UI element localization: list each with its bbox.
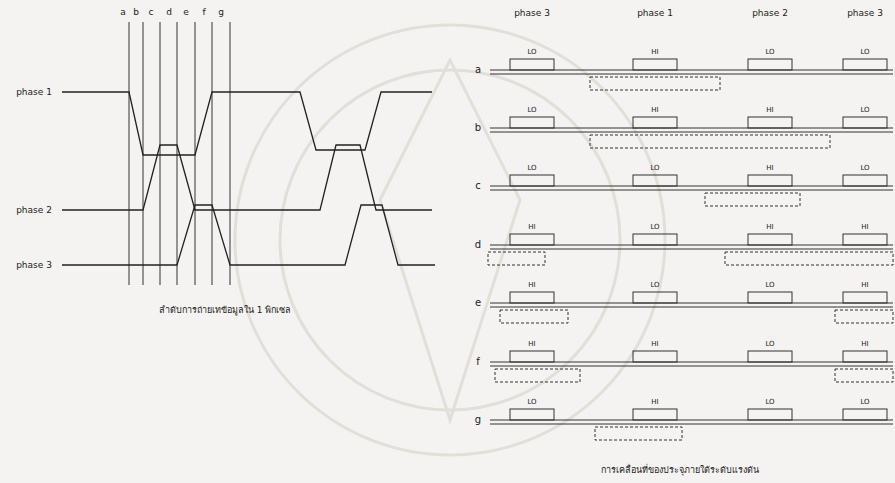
electrode-level: LO: [765, 341, 774, 348]
electrode-level: LO: [765, 49, 774, 56]
substrate-line: [490, 249, 893, 250]
electrode: [843, 117, 887, 128]
electrode-level: HI: [861, 224, 868, 231]
substrate-line: [490, 424, 893, 425]
interval-letter: f: [202, 8, 205, 17]
row-letter: e: [475, 298, 481, 308]
electrode-level: HI: [651, 341, 658, 348]
electrode-level: HI: [651, 107, 658, 114]
electrode-level: HI: [528, 341, 535, 348]
electrode: [510, 292, 554, 303]
electrode: [748, 117, 792, 128]
ccd-rows: [488, 59, 893, 440]
row-letter: f: [476, 357, 480, 367]
electrode: [748, 234, 792, 245]
electrode: [748, 351, 792, 362]
phase-header: phase 3: [847, 9, 883, 18]
electrode: [748, 409, 792, 420]
electrode: [510, 409, 554, 420]
electrode: [748, 59, 792, 70]
substrate-line: [490, 307, 893, 308]
electrode: [510, 117, 554, 128]
electrode: [843, 409, 887, 420]
electrode-level: HI: [766, 107, 773, 114]
electrode: [843, 59, 887, 70]
substrate-line: [490, 366, 893, 367]
electrode: [843, 175, 887, 186]
substrate-line: [490, 132, 893, 133]
electrode-level: LO: [650, 165, 659, 172]
electrode-level: HI: [766, 165, 773, 172]
phase-name: phase 3: [16, 261, 52, 270]
interval-letter: a: [120, 8, 126, 17]
electrode-level: LO: [527, 107, 536, 114]
electrode-level: LO: [527, 399, 536, 406]
electrode: [510, 234, 554, 245]
charge-packet: [725, 252, 893, 265]
electrode-level: HI: [861, 341, 868, 348]
electrode-level: HI: [528, 224, 535, 231]
electrode-level: LO: [765, 399, 774, 406]
electrode: [633, 175, 677, 186]
electrode-level: HI: [651, 399, 658, 406]
row-letter: g: [475, 415, 481, 425]
electrode-level: LO: [650, 282, 659, 289]
electrode-level: HI: [651, 49, 658, 56]
row-letter: d: [475, 240, 481, 250]
charge-packet: [835, 310, 893, 323]
electrode: [633, 117, 677, 128]
electrode-level: LO: [765, 282, 774, 289]
phase-name: phase 2: [16, 206, 52, 215]
charge-packet: [495, 369, 580, 382]
electrode: [633, 351, 677, 362]
electrode-level: LO: [860, 107, 869, 114]
phase-name: phase 1: [16, 88, 52, 97]
electrode-level: HI: [861, 282, 868, 289]
electrode: [843, 234, 887, 245]
electrode: [510, 59, 554, 70]
phase-header: phase 2: [752, 9, 788, 18]
phase-header: phase 3: [514, 9, 550, 18]
charge-packet: [595, 427, 682, 440]
electrode: [748, 175, 792, 186]
charge-packet: [705, 193, 800, 206]
electrode-level: LO: [860, 399, 869, 406]
electrode-level: HI: [766, 224, 773, 231]
electrode: [510, 351, 554, 362]
electrode: [843, 292, 887, 303]
electrode-level: LO: [650, 224, 659, 231]
row-letter: c: [475, 181, 481, 191]
interval-letter: e: [183, 8, 189, 17]
charge-packet: [488, 252, 545, 265]
electrode: [633, 59, 677, 70]
charge-packet: [835, 369, 893, 382]
phase-header: phase 1: [637, 9, 673, 18]
caption: การเคลื่อนที่ของประจุภายใต้ระดับแรงดัน: [601, 466, 759, 475]
charge-packet: [590, 77, 720, 90]
electrode-level: HI: [528, 282, 535, 289]
row-letter: a: [475, 65, 481, 75]
substrate-line: [490, 190, 893, 191]
interval-letter: b: [133, 8, 139, 17]
caption: ลำดับการถ่ายเทข้อมูลใน 1 พิกเซล: [159, 306, 291, 315]
interval-letter: d: [166, 8, 172, 17]
electrode: [633, 409, 677, 420]
interval-letter: c: [149, 8, 154, 17]
electrode: [748, 292, 792, 303]
electrode: [633, 292, 677, 303]
electrode: [633, 234, 677, 245]
electrode-level: LO: [860, 49, 869, 56]
row-letter: b: [475, 123, 481, 133]
electrode-level: LO: [527, 165, 536, 172]
charge-packet: [500, 310, 568, 323]
electrode-level: LO: [860, 165, 869, 172]
electrode: [510, 175, 554, 186]
interval-letter: g: [218, 8, 224, 17]
phase-waveforms: [62, 92, 435, 265]
substrate-line: [490, 74, 893, 75]
electrode: [843, 351, 887, 362]
charge-packet: [590, 135, 830, 148]
electrode-level: LO: [527, 49, 536, 56]
